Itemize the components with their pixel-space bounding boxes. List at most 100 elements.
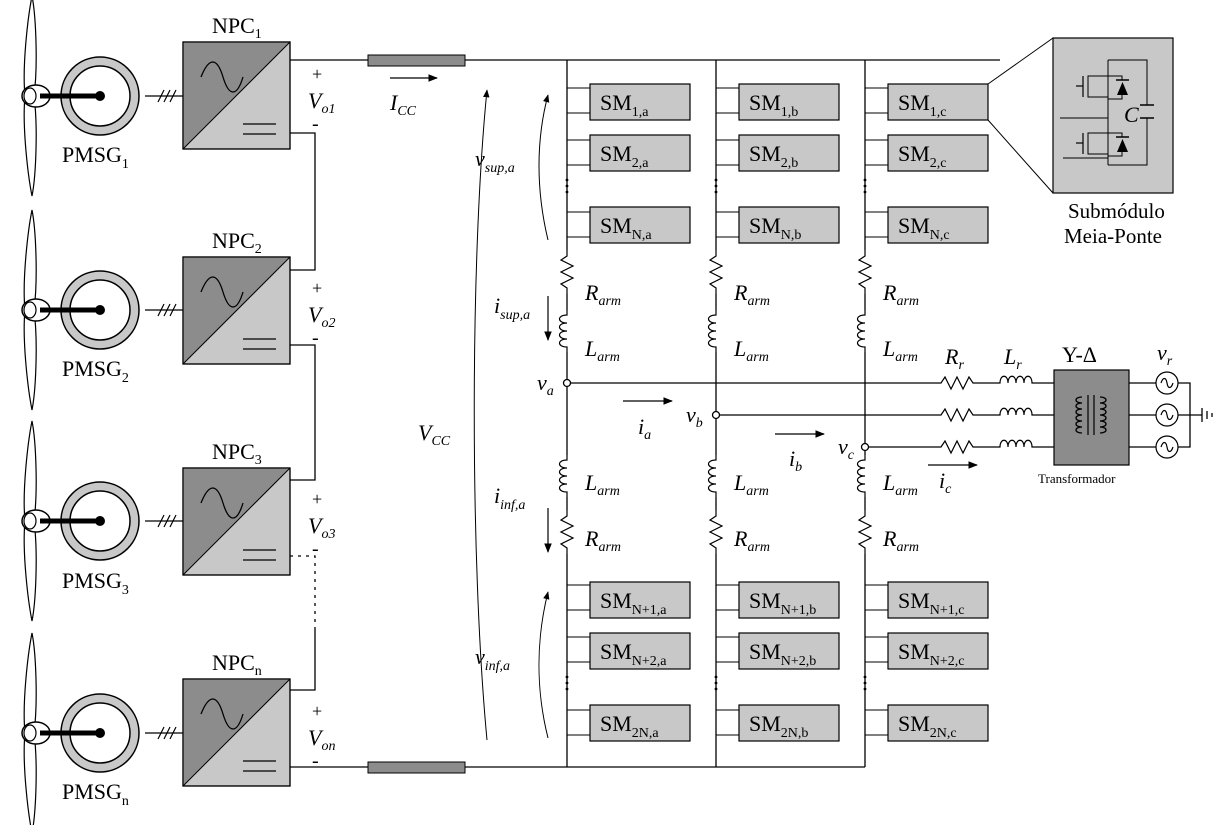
capacitor-label: C [1124, 102, 1139, 127]
grid-sources [1129, 371, 1213, 459]
svg-text:SM1,b: SM1,b [749, 90, 798, 120]
submodule-ellipsis [565, 178, 867, 691]
svg-text:SMN+2,c: SMN+2,c [898, 639, 965, 669]
svg-text:Larm: Larm [584, 470, 620, 499]
npc-3-label: NPC3 [212, 439, 262, 468]
vo-1-label: + Vo1 - [308, 64, 335, 135]
pmsg-2-label: PMSG2 [62, 356, 129, 386]
half-bridge-detail [1052, 37, 1174, 194]
svg-text:Rarm: Rarm [733, 526, 770, 555]
svg-text:SMN,a: SMN,a [600, 213, 652, 243]
svg-text:SMN+1,a: SMN+1,a [600, 588, 667, 618]
svg-text:SM1,c: SM1,c [898, 90, 947, 120]
npc-n-label: NPCn [212, 650, 262, 679]
sm-n2-b: SMN+2,b [738, 632, 840, 670]
sm-2-b: SM2,b [738, 134, 840, 172]
lr-label: Lr [1003, 344, 1022, 373]
vcc-label: VCC [418, 420, 451, 449]
vb-label: vb [686, 402, 703, 431]
svg-text:+: + [312, 701, 322, 721]
svg-text:-: - [312, 327, 319, 349]
ib-label: ib [789, 446, 802, 475]
sm-n1-c: SMN+1,c [887, 581, 989, 619]
vcc-arrow [473, 89, 490, 741]
sm-1-b: SM1,b [738, 83, 840, 121]
svg-text:SMN+1,c: SMN+1,c [898, 588, 965, 618]
vo-2-label: + Vo2 - [308, 278, 335, 349]
isup-label: isup,a [494, 293, 530, 323]
svg-text:Rarm: Rarm [882, 280, 919, 309]
svg-text:SM2N,b: SM2N,b [749, 711, 808, 741]
sm-1-c: SM1,c [887, 83, 989, 121]
svg-text:Vo1: Vo1 [308, 88, 335, 117]
svg-text:Rarm: Rarm [584, 526, 621, 555]
zoom-lines [987, 37, 1054, 194]
submodule-caption-line2: Meia-Ponte [1064, 224, 1162, 248]
sm-2-c: SM2,c [887, 134, 989, 172]
svg-text:Von: Von [308, 725, 335, 754]
sm-n1-a: SMN+1,a [589, 581, 691, 619]
npc-2-label: NPC2 [212, 228, 262, 257]
svg-text:SMN,c: SMN,c [898, 213, 950, 243]
vsup-arrow [538, 94, 550, 241]
vo-3-label: + Vo3 - [308, 489, 335, 560]
sm-n-c: SMN,c [887, 206, 989, 244]
sm-n1-b: SMN+1,b [738, 581, 840, 619]
dc-cable-bottom [367, 761, 466, 774]
npc-1-block [182, 41, 291, 150]
vsup-label: vsup,a [475, 146, 515, 176]
svg-text:+: + [312, 278, 322, 298]
transformer [1053, 369, 1130, 466]
icc-label: ICC [389, 90, 417, 119]
sm-n-b: SMN,b [738, 206, 840, 244]
svg-text:SM2,a: SM2,a [600, 141, 649, 171]
svg-text:SM1,a: SM1,a [600, 90, 649, 120]
svg-text:Larm: Larm [882, 336, 918, 365]
iinf-label: iinf,a [494, 483, 525, 513]
sm-n2-a: SMN+2,a [589, 632, 691, 670]
svg-text:SM2,c: SM2,c [898, 141, 947, 171]
sm-n2-c: SMN+2,c [887, 632, 989, 670]
transformer-caption: Transformador [1038, 471, 1116, 486]
phase-leg-b [707, 60, 723, 767]
sm-2n-c: SM2N,c [887, 704, 989, 742]
pmsg-n-label: PMSGn [62, 779, 129, 809]
svg-text:Rarm: Rarm [584, 280, 621, 309]
svg-text:+: + [312, 64, 322, 84]
transformer-title: Y-Δ [1062, 342, 1097, 367]
svg-text:Larm: Larm [584, 336, 620, 365]
svg-text:SMN+2,a: SMN+2,a [600, 639, 667, 669]
svg-text:-: - [312, 750, 319, 772]
svg-text:-: - [312, 113, 319, 135]
phase-leg-a [558, 60, 574, 767]
svg-text:Larm: Larm [733, 470, 769, 499]
npc-n-block [182, 678, 291, 787]
vinf-label: vinf,a [475, 644, 510, 674]
sm-2n-a: SM2N,a [589, 704, 691, 742]
ia-label: ia [638, 414, 651, 443]
vinf-arrow [538, 591, 550, 739]
pmsg-3-label: PMSG3 [62, 568, 129, 598]
sm-1-a: SM1,a [589, 83, 691, 121]
phase-leg-c [856, 60, 872, 767]
svg-text:SM2N,a: SM2N,a [600, 711, 659, 741]
submodule-caption-line1: Submódulo [1068, 199, 1165, 223]
npc-2-block [182, 256, 291, 365]
npc-3-block [182, 467, 291, 576]
sm-n-a: SMN,a [589, 206, 691, 244]
ac-phase-lines [562, 375, 1054, 454]
svg-text:Rarm: Rarm [733, 280, 770, 309]
svg-text:+: + [312, 489, 322, 509]
npc-series-wiring [290, 59, 368, 768]
svg-text:Vo3: Vo3 [308, 513, 335, 542]
svg-text:SMN+1,b: SMN+1,b [749, 588, 816, 618]
npc-1-label: NPC1 [212, 13, 262, 42]
dc-cable-top [367, 54, 466, 67]
svg-text:SMN,b: SMN,b [749, 213, 801, 243]
svg-text:Larm: Larm [733, 336, 769, 365]
pmsg-1-label: PMSG1 [62, 142, 129, 172]
vr-label: vr [1157, 340, 1173, 369]
svg-text:-: - [312, 538, 319, 560]
rr-label: Rr [944, 344, 964, 373]
